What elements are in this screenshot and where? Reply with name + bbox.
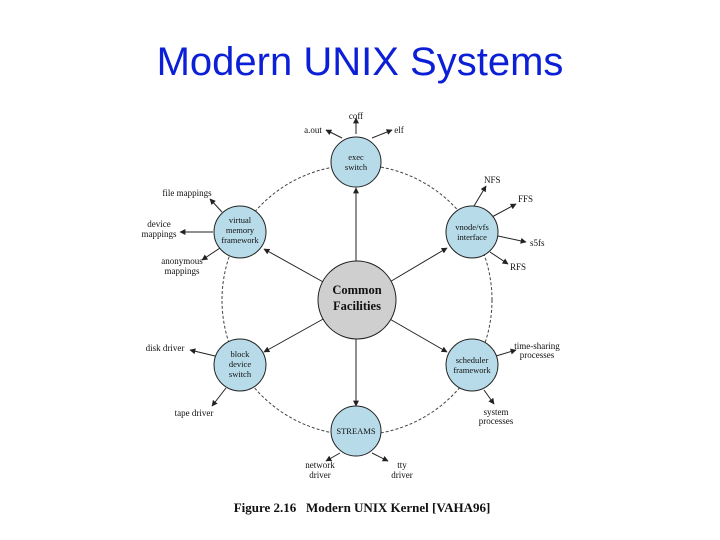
arrow-network [325, 452, 341, 462]
label-coff: coff [349, 111, 363, 121]
svg-text:framework: framework [453, 365, 491, 375]
label-tty-1: tty [397, 460, 407, 470]
label-disk: disk driver [146, 343, 185, 353]
external-labels: coff a.out elf NFS FFS s5fs RFS time-sha… [142, 111, 561, 480]
svg-text:switch: switch [229, 369, 252, 379]
label-system-2: processes [479, 416, 514, 426]
label-network-1: network [305, 460, 335, 470]
arrow-disk [189, 348, 216, 357]
node-vnode: vnode/vfs interface [445, 205, 499, 259]
svg-text:block: block [231, 349, 251, 359]
arrow-timesharing [495, 348, 517, 357]
spoke-block [263, 317, 326, 353]
center-circle [317, 260, 397, 340]
arrow-nfs [473, 185, 487, 207]
label-tty-2: driver [391, 470, 413, 480]
arrow-tty [371, 452, 389, 462]
arrow-anon [201, 247, 221, 261]
node-exec: exec switch [330, 136, 382, 188]
label-device-2: mappings [142, 229, 177, 239]
node-scheduler: scheduler framework [445, 338, 499, 392]
arrow-tape [211, 387, 227, 407]
label-network-2: driver [309, 470, 331, 480]
svg-text:vnode/vfs: vnode/vfs [455, 222, 489, 232]
svg-text:virtual: virtual [229, 215, 252, 225]
label-anon-1: anonymous [161, 256, 203, 266]
arrow-rfs [489, 251, 509, 265]
slide-title: Modern UNIX Systems [156, 40, 564, 84]
label-rfs: RFS [510, 262, 526, 272]
label-device-1: device [147, 219, 170, 229]
svg-text:device: device [229, 359, 251, 369]
label-s5fs: s5fs [530, 238, 545, 248]
label-nfs: NFS [484, 175, 501, 185]
spoke-vnode [387, 247, 448, 284]
label-elf: elf [394, 125, 404, 135]
svg-text:interface: interface [457, 232, 487, 242]
label-timesharing-1: time-sharing [514, 341, 560, 351]
arrow-elf [371, 129, 393, 139]
node-streams: STREAMS [330, 405, 382, 457]
node-vm: virtual memory framework [213, 205, 267, 259]
arrow-system [483, 389, 495, 405]
spoke-vm [263, 248, 326, 284]
spoke-scheduler [387, 317, 448, 353]
arrow-s5fs [497, 235, 527, 244]
label-anon-2: mappings [165, 266, 200, 276]
center-line2: Facilities [333, 299, 381, 313]
spokes [263, 187, 448, 407]
label-file: file mappings [162, 188, 212, 198]
svg-text:scheduler: scheduler [456, 355, 489, 365]
label-system-1: system [483, 407, 508, 417]
svg-text:exec: exec [348, 152, 364, 162]
label-aout: a.out [304, 125, 322, 135]
arrow-ffs [489, 203, 517, 219]
svg-text:switch: switch [345, 162, 368, 172]
svg-text:memory: memory [226, 225, 255, 235]
label-tape: tape driver [175, 408, 214, 418]
svg-text:framework: framework [221, 235, 259, 245]
svg-text:STREAMS: STREAMS [336, 426, 375, 436]
label-timesharing-2: processes [520, 350, 555, 360]
figure-caption: Figure 2.16 Modern UNIX Kernel [VAHA96] [234, 500, 491, 515]
center-line1: Common [332, 283, 381, 297]
external-arrows [179, 117, 527, 462]
node-block: block device switch [213, 338, 267, 392]
arrow-file [209, 198, 223, 213]
arrow-aout [325, 129, 343, 139]
label-ffs: FFS [518, 194, 533, 204]
